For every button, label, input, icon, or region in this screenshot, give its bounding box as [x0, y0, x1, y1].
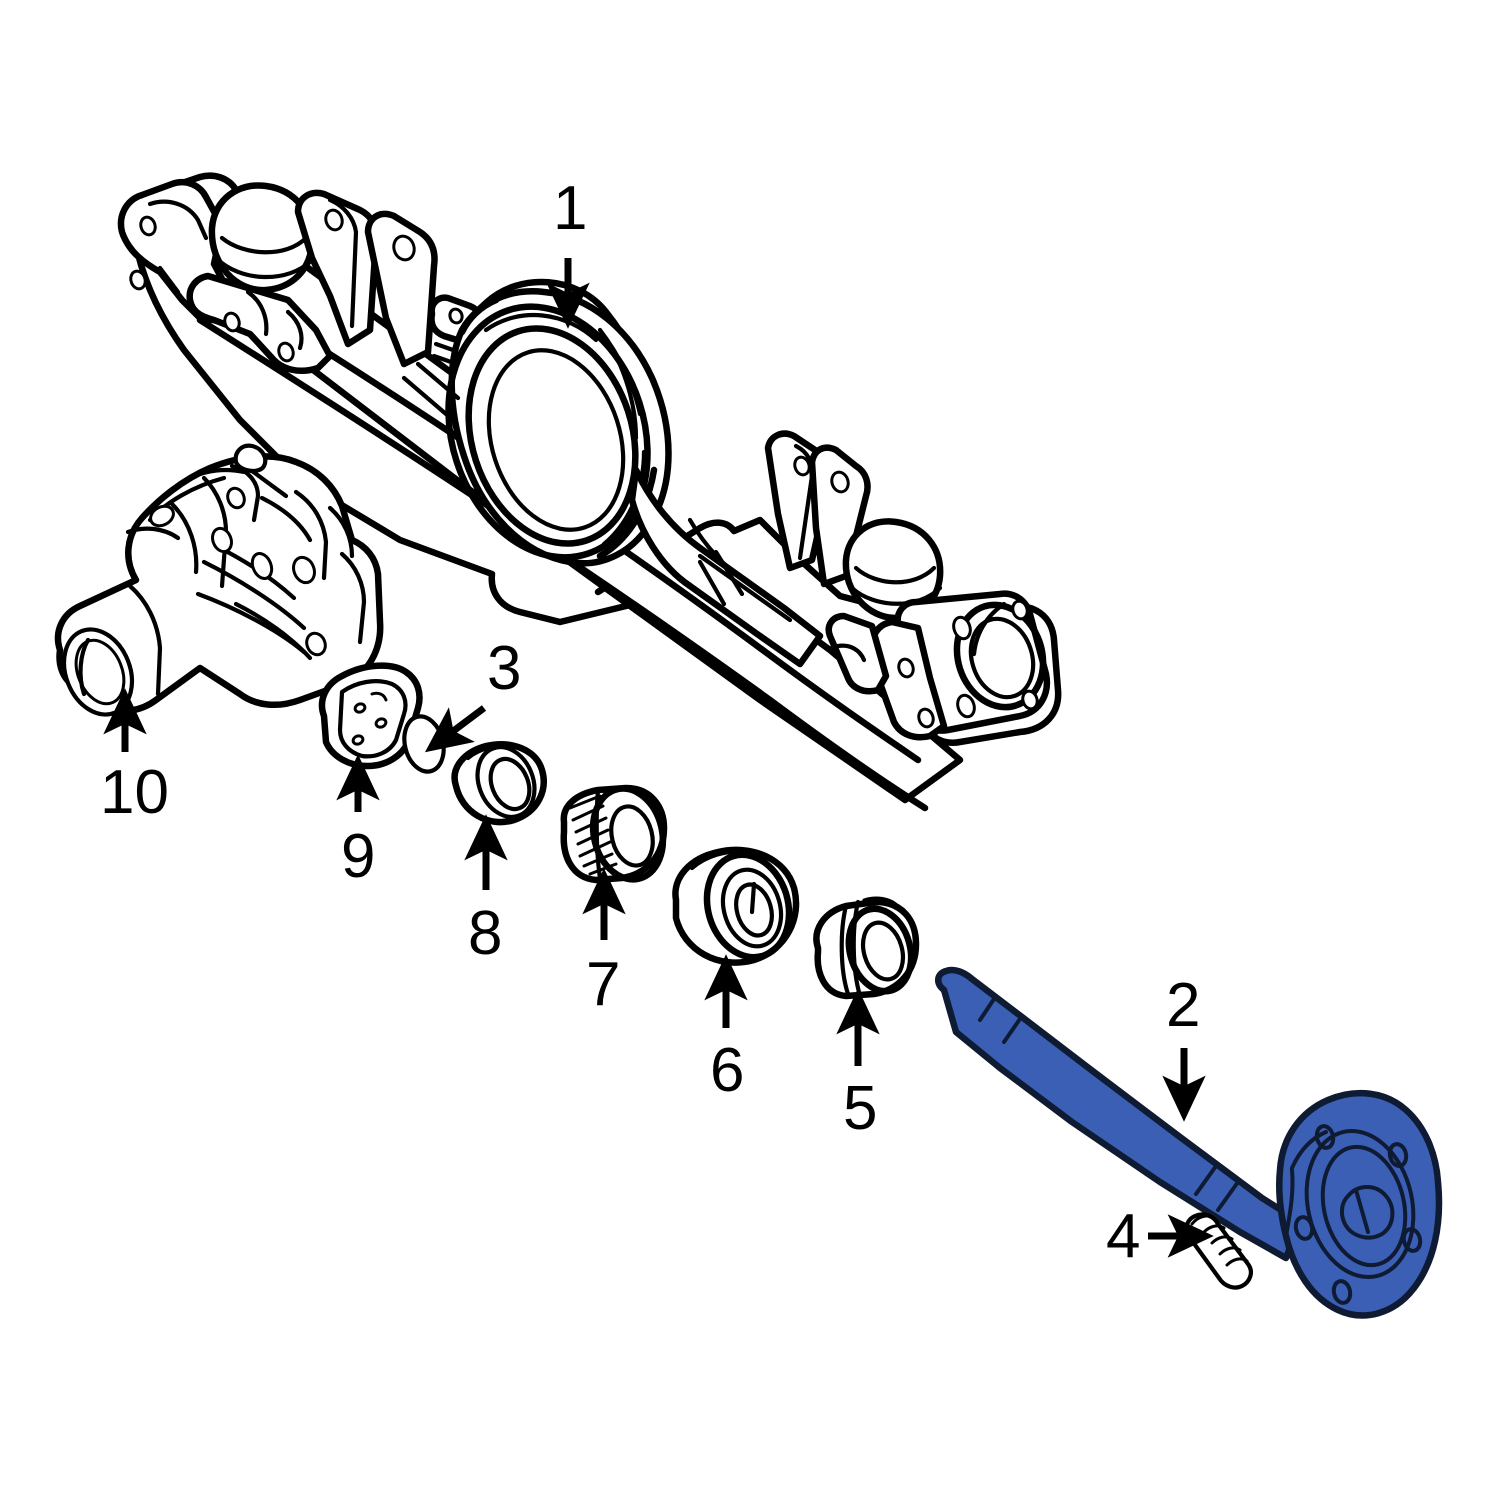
callout-label-6[interactable]: 6: [710, 1036, 745, 1105]
callout-label-8[interactable]: 8: [468, 899, 503, 968]
callout-label-7[interactable]: 7: [586, 950, 621, 1019]
part-abs-tone-ring: [560, 784, 668, 884]
part-oil-seal: [451, 741, 547, 826]
part-differential-carrier: [54, 443, 384, 717]
callout-label-4[interactable]: 4: [1106, 1202, 1141, 1271]
part-axle-shaft: [935, 966, 1443, 1319]
callout-arrows: [103, 258, 1214, 1258]
part-axle-housing: [117, 172, 1062, 812]
part-bearing-retainer: [813, 896, 920, 1000]
part-axle-bearing: [672, 846, 800, 966]
callout-label-10[interactable]: 10: [100, 758, 169, 827]
callout-label-9[interactable]: 9: [341, 822, 376, 891]
callout-label-5[interactable]: 5: [843, 1074, 878, 1143]
callout-label-3[interactable]: 3: [487, 634, 522, 703]
callout-label-2[interactable]: 2: [1166, 971, 1201, 1040]
callout-label-1[interactable]: 1: [553, 174, 588, 243]
